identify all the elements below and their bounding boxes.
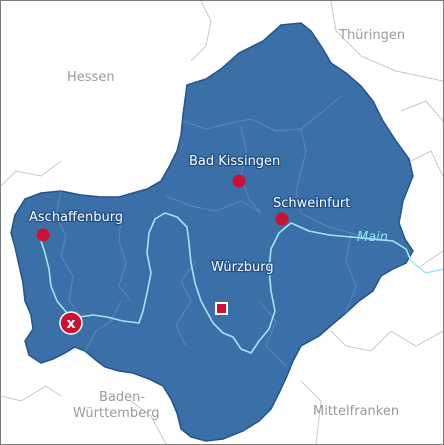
district-border-3 [295, 128, 307, 214]
district-border-7 [300, 212, 374, 242]
neighbor-label-wuerttemberg: Württemberg [73, 406, 159, 421]
city-label-schweinfurt[interactable]: Schweinfurt [272, 195, 352, 213]
city-label-aschaffenburg[interactable]: Aschaffenburg [28, 209, 125, 227]
city-marker-aschaffenburg[interactable] [36, 228, 50, 242]
district-border-6 [118, 215, 132, 302]
region-shape[interactable] [10, 22, 414, 442]
border-east-2 [410, 150, 443, 177]
city-marker-bad-kissingen[interactable] [232, 174, 246, 188]
neighbor-label-mittelfranken: Mittelfranken [313, 404, 399, 419]
district-border-5 [55, 190, 82, 317]
city-marker-schweinfurt[interactable] [275, 212, 289, 226]
district-border-11 [84, 300, 122, 352]
border-hessen [1, 160, 62, 187]
district-border-10 [345, 232, 357, 314]
neighbor-label-thueringen: Thüringen [338, 28, 405, 43]
border-mittelfranken [330, 330, 443, 352]
city-label-wuerzburg[interactable]: Würzburg [210, 259, 275, 277]
city-label-bad-kissingen[interactable]: Bad Kissingen [188, 153, 282, 171]
river-main [36, 212, 443, 354]
district-border-1 [182, 95, 342, 132]
neighbor-label-baden: Baden- [99, 390, 145, 405]
x-marker-icon[interactable]: x [59, 311, 83, 335]
border-east-3 [420, 250, 443, 267]
border-bw-south [130, 400, 167, 444]
district-border-8 [175, 260, 197, 347]
border-east-1 [400, 100, 443, 122]
district-border-4 [165, 195, 262, 214]
border-hessen-thueringen [190, 1, 212, 62]
border-thueringen-east [330, 1, 443, 82]
river-label-main: Main [357, 230, 388, 245]
border-south-east [300, 380, 322, 444]
border-bw [1, 385, 62, 402]
city-marker-wuerzburg[interactable] [215, 302, 228, 315]
district-border-9 [258, 300, 287, 367]
x-marker-glyph: x [66, 316, 75, 332]
district-borders [55, 95, 374, 367]
neighbor-label-hessen: Hessen [67, 70, 115, 85]
